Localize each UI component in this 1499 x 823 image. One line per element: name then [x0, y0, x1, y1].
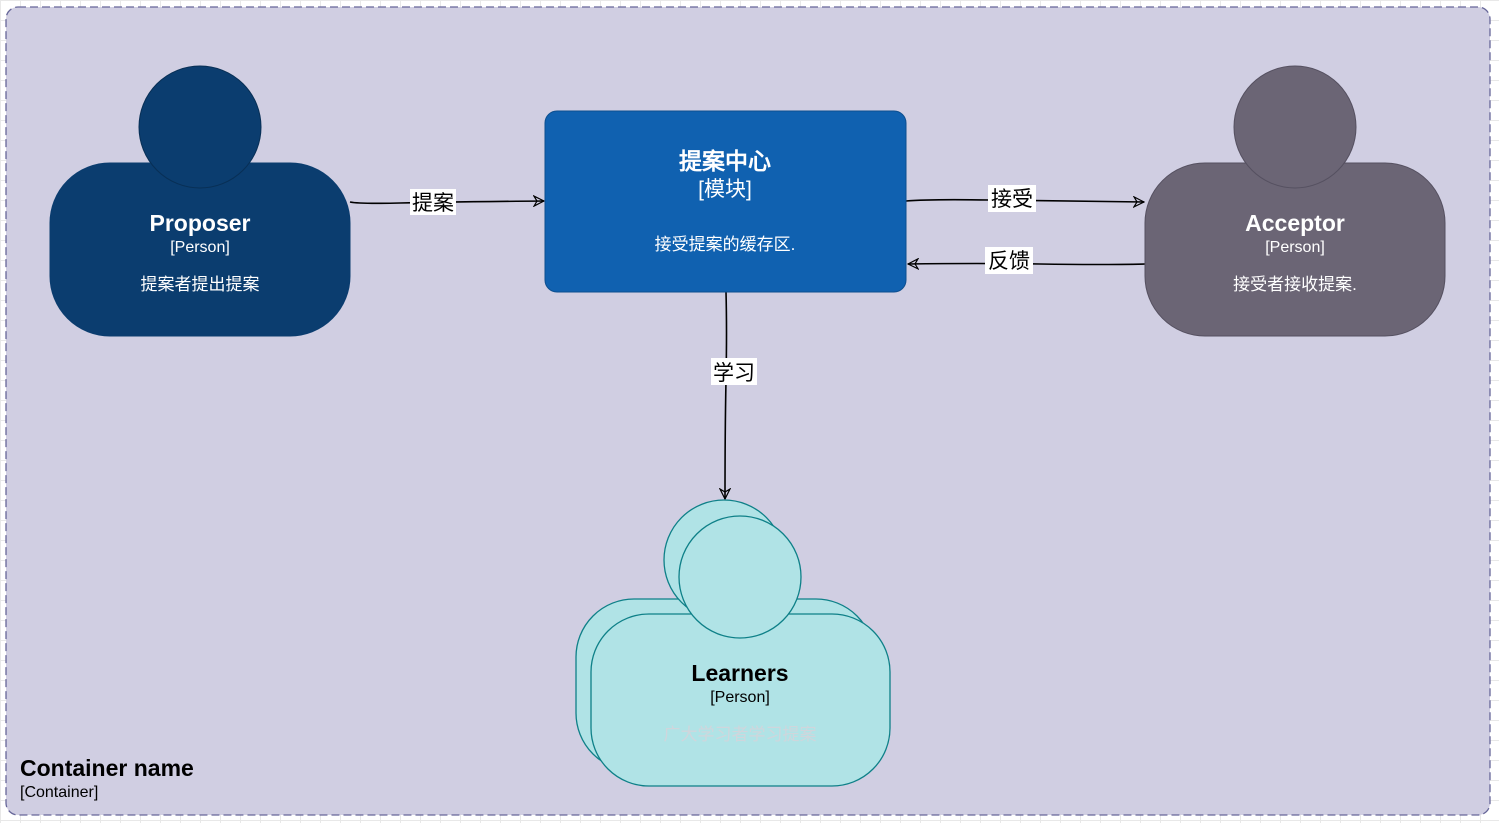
proposer-type: [Person]: [170, 239, 230, 256]
acceptor-type: [Person]: [1265, 239, 1325, 256]
acceptor-name: Acceptor: [1245, 210, 1345, 236]
edge-learn-label-bg: [711, 358, 757, 385]
person-proposer[interactable]: Proposer [Person] 提案者提出提案: [49, 65, 351, 337]
acceptor-description: 接受者接收提案.: [1233, 275, 1357, 294]
module-proposal-center[interactable]: 提案中心 [模块] 接受提案的缓存区.: [544, 110, 907, 293]
edge-accept[interactable]: 接受: [905, 185, 1144, 212]
proposer-head-icon: [138, 65, 262, 189]
module-name: 提案中心: [679, 148, 771, 174]
module-box: [544, 110, 907, 293]
container-boundary-frame: [5, 6, 1491, 816]
edge-accept-label: 接受: [991, 188, 1033, 211]
learners-description: 广大学习者学习提案: [664, 725, 817, 744]
container-type: [Container]: [20, 784, 98, 801]
proposer-description: 提案者提出提案: [141, 275, 260, 294]
edge-feedback-line: [908, 264, 1146, 265]
container-boundary[interactable]: Container name [Container]: [5, 6, 1491, 816]
edge-propose[interactable]: 提案: [349, 189, 544, 215]
learners-head-front-icon: [678, 515, 802, 639]
edge-feedback-label: 反馈: [988, 250, 1030, 273]
acceptor-head-icon: [1233, 65, 1357, 189]
person-acceptor[interactable]: Acceptor [Person] 接受者接收提案.: [1144, 65, 1446, 337]
edge-propose-label: 提案: [412, 192, 454, 215]
edge-learn[interactable]: 学习: [711, 291, 757, 499]
learners-type: [Person]: [710, 689, 770, 706]
learners-name: Learners: [691, 660, 788, 686]
edge-learn-label: 学习: [713, 362, 755, 385]
edge-accept-label-bg: [988, 185, 1036, 212]
module-type: [模块]: [698, 178, 752, 201]
edge-feedback[interactable]: 反馈: [908, 247, 1146, 274]
container-title: Container name: [20, 755, 194, 781]
proposer-name: Proposer: [150, 210, 251, 236]
module-description: 接受提案的缓存区.: [655, 235, 796, 254]
edge-feedback-label-bg: [985, 247, 1033, 274]
person-learners[interactable]: Learners [Person] 广大学习者学习提案: [575, 499, 891, 787]
edge-propose-label-bg: [410, 189, 456, 215]
